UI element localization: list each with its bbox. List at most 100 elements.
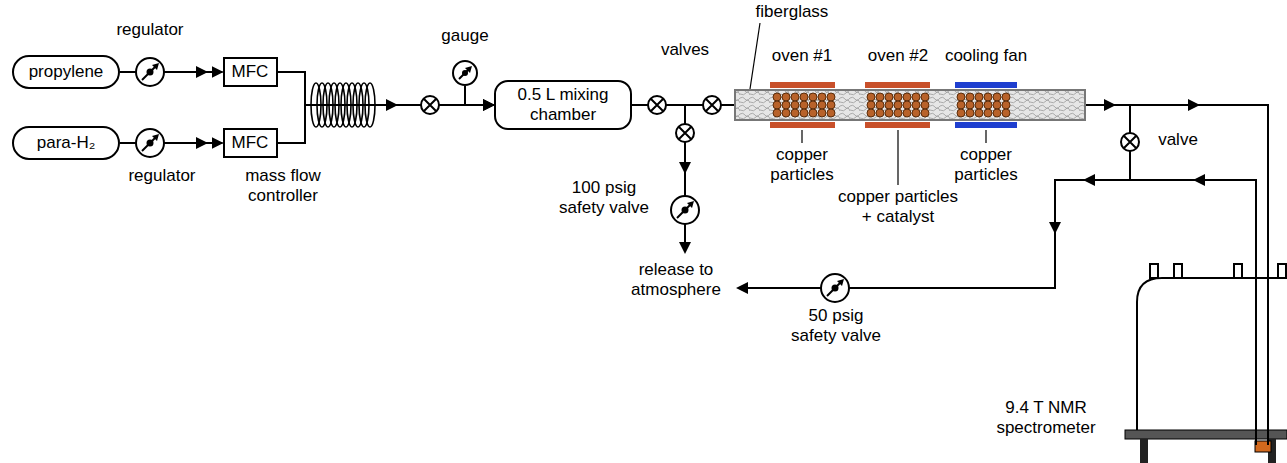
part-label: copper particles xyxy=(757,145,847,184)
drawing-stroke xyxy=(921,109,929,117)
drawing-stroke xyxy=(1174,264,1182,278)
drawing-stroke xyxy=(1121,133,1139,151)
drawing-stroke xyxy=(801,130,802,143)
drawing-stroke xyxy=(421,96,439,114)
gas-line xyxy=(278,105,495,143)
drawing-stroke xyxy=(136,129,164,157)
part-label: copper particles xyxy=(941,145,1031,184)
drawing-stroke xyxy=(912,101,920,109)
node-label: para-H₂ xyxy=(37,133,96,153)
drawing-stroke xyxy=(1234,264,1242,278)
drawing-stroke xyxy=(809,93,817,101)
drawing-stroke xyxy=(865,82,930,88)
part-label: valve xyxy=(1148,130,1208,150)
valve-symbols xyxy=(648,96,1139,302)
gas-cylinder: propylene xyxy=(12,55,120,89)
valve-symbol xyxy=(421,96,439,114)
drawing-stroke xyxy=(1104,99,1116,111)
drawing-stroke xyxy=(679,242,691,254)
drawing-stroke xyxy=(648,96,666,114)
drawing-stroke xyxy=(735,90,1085,120)
drawing-stroke xyxy=(335,83,345,127)
drawing-stroke xyxy=(957,109,965,117)
drawing-stroke xyxy=(921,93,929,101)
drawing-stroke xyxy=(984,101,992,109)
drawing-stroke xyxy=(921,101,929,109)
drawing-stroke xyxy=(770,82,835,88)
part-label: 9.4 T NMR spectrometer xyxy=(986,398,1106,437)
drawing-stroke xyxy=(912,109,920,117)
drawing-stroke xyxy=(966,93,974,101)
drawing-stroke xyxy=(329,83,339,127)
regulator-symbols xyxy=(136,58,164,157)
drawing-stroke xyxy=(679,162,691,174)
drawing-stroke xyxy=(782,101,790,109)
drawing-stroke xyxy=(966,109,974,117)
drawing-stroke xyxy=(1278,264,1286,278)
drawing-stroke xyxy=(885,101,893,109)
drawing-stroke xyxy=(894,101,902,109)
drawing-stroke xyxy=(809,109,817,117)
drawing-stroke xyxy=(453,61,477,85)
drawing-stroke xyxy=(867,93,875,101)
drawing-stroke xyxy=(770,122,835,128)
drawing-stroke xyxy=(347,83,357,127)
drawing-stroke xyxy=(353,83,363,127)
oven-heaters xyxy=(770,82,1017,128)
drawing-stroke xyxy=(897,130,898,185)
drawing-stroke xyxy=(1150,264,1158,278)
drawing-stroke xyxy=(773,109,781,117)
drawing-stroke xyxy=(1137,278,1287,432)
drawing-stroke xyxy=(885,93,893,101)
drawing-stroke xyxy=(894,109,902,117)
drawing-stroke xyxy=(955,122,1017,128)
drawing-stroke xyxy=(827,109,835,117)
part-label: 50 psig safety valve xyxy=(788,306,884,345)
part-label: oven #1 xyxy=(757,46,847,66)
drawing-stroke xyxy=(827,101,835,109)
drawing-stroke xyxy=(912,93,920,101)
drawing-stroke xyxy=(800,109,808,117)
drawing-stroke xyxy=(1002,93,1010,101)
drawing-stroke xyxy=(676,124,694,142)
flow-arrows xyxy=(679,99,1205,294)
drawing-stroke xyxy=(1002,101,1010,109)
drawing-stroke xyxy=(957,93,965,101)
drawing-stroke xyxy=(1188,99,1200,111)
drawing-stroke xyxy=(821,274,849,302)
drawing-stroke xyxy=(464,86,466,105)
drawing-stroke xyxy=(1002,109,1010,117)
drawing-stroke xyxy=(993,93,1001,101)
drawing-stroke xyxy=(736,282,748,294)
mixing-chamber: 0.5 L mixing chamber xyxy=(494,80,632,130)
drawing-stroke xyxy=(791,101,799,109)
drawing-stroke xyxy=(955,82,1017,88)
drawing-stroke xyxy=(365,83,375,127)
drawing-stroke xyxy=(867,109,875,117)
drawing-stroke xyxy=(386,99,398,111)
drawing-stroke xyxy=(818,109,826,117)
drawing-stroke xyxy=(782,93,790,101)
drawing-stroke xyxy=(323,83,333,127)
drawing-stroke xyxy=(903,109,911,117)
drawing-stroke xyxy=(740,180,1256,445)
drawing-stroke xyxy=(196,137,208,149)
part-label: 100 psig safety valve xyxy=(554,178,654,217)
drawing-stroke xyxy=(341,83,351,127)
drawing-stroke xyxy=(703,96,721,114)
drawing-stroke xyxy=(800,93,808,101)
drawing-stroke xyxy=(791,93,799,101)
drawing-stroke xyxy=(985,130,986,143)
drawing-stroke xyxy=(993,109,1001,117)
drawing-stroke xyxy=(903,93,911,101)
drawing-stroke xyxy=(894,93,902,101)
drawing-stroke xyxy=(975,93,983,101)
drawing-stroke xyxy=(791,109,799,117)
drawing-stroke xyxy=(773,93,1010,117)
drawing-stroke xyxy=(359,83,369,127)
gas-lines xyxy=(600,105,1268,445)
tube-reactor xyxy=(735,90,1085,120)
